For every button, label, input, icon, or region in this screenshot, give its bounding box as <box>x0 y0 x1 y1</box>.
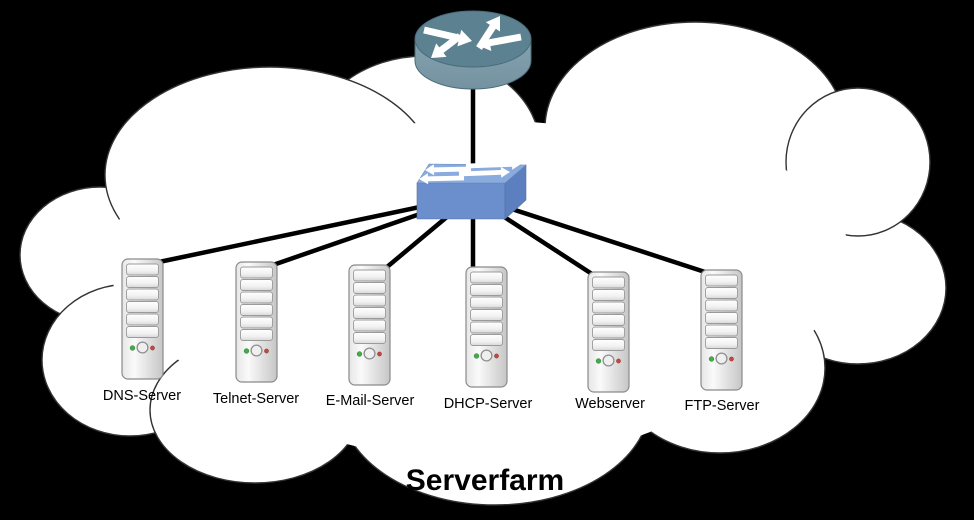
server-label: FTP-Server <box>685 398 760 414</box>
server-label: Telnet-Server <box>213 391 299 407</box>
server-icon-dhcp[interactable] <box>465 266 508 388</box>
switch-icon[interactable] <box>416 158 527 220</box>
router-icon[interactable] <box>414 10 532 90</box>
server-icon-ftp[interactable] <box>700 269 743 391</box>
server-label: DHCP-Server <box>444 396 533 412</box>
server-label: DNS-Server <box>103 388 181 404</box>
switch-arrows <box>419 158 521 185</box>
diagram-title: Serverfarm <box>406 464 564 497</box>
server-icon-email[interactable] <box>348 264 391 386</box>
server-label: Webserver <box>575 396 645 412</box>
server-icon-web[interactable] <box>587 271 630 393</box>
server-label: E-Mail-Server <box>326 393 415 409</box>
server-icon-telnet[interactable] <box>235 261 278 383</box>
router-arrows <box>423 16 522 58</box>
server-icon-dns[interactable] <box>121 258 164 380</box>
server-labels: DNS-Server Telnet-Server E-Mail-Server D… <box>103 388 760 414</box>
